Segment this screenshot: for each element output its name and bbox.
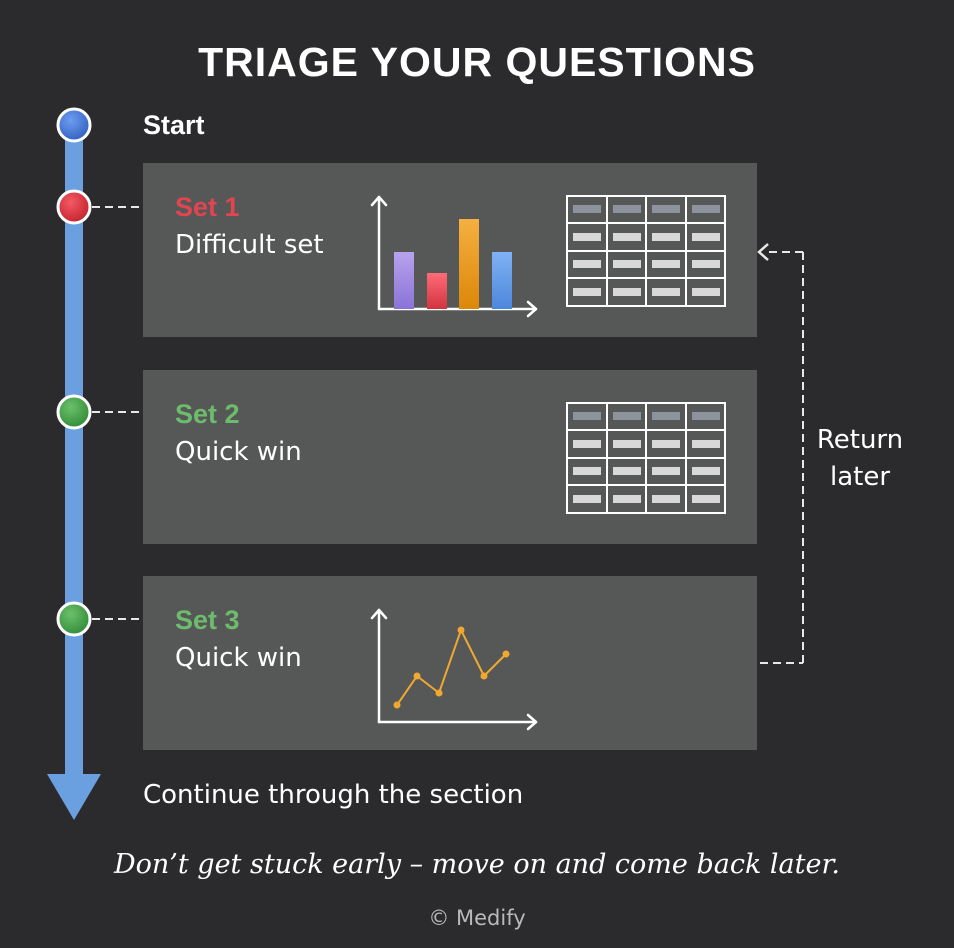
- set-card-1: Set 1 Difficult set: [143, 163, 757, 337]
- return-later-label: Return later: [816, 425, 904, 492]
- continue-label: Continue through the section: [143, 780, 524, 810]
- line-chart-icon: [370, 608, 538, 731]
- page-title: TRIAGE YOUR QUESTIONS: [198, 39, 756, 85]
- bar-chart-icon: [370, 195, 538, 318]
- set-1-name: Set 1: [175, 192, 240, 222]
- node-set-3: [56, 601, 92, 637]
- set-2-name: Set 2: [175, 399, 240, 429]
- set-2-description: Quick win: [175, 437, 302, 467]
- table-icon: [566, 402, 726, 514]
- start-node: [56, 107, 92, 143]
- start-label: Start: [143, 110, 205, 140]
- tagline: Don’t get stuck early – move on and come…: [113, 849, 841, 880]
- table-icon: [566, 195, 726, 307]
- set-3-name: Set 3: [175, 605, 240, 635]
- set-1-description: Difficult set: [175, 230, 324, 260]
- node-set-1: [56, 189, 92, 225]
- set-card-2: Set 2 Quick win: [143, 370, 757, 544]
- down-arrow-icon: [47, 774, 101, 820]
- return-later-bracket: [757, 243, 804, 664]
- set-3-description: Quick win: [175, 643, 302, 673]
- set-card-3: Set 3 Quick win: [143, 576, 757, 750]
- copyright: © Medify: [428, 906, 526, 930]
- node-set-2: [56, 394, 92, 430]
